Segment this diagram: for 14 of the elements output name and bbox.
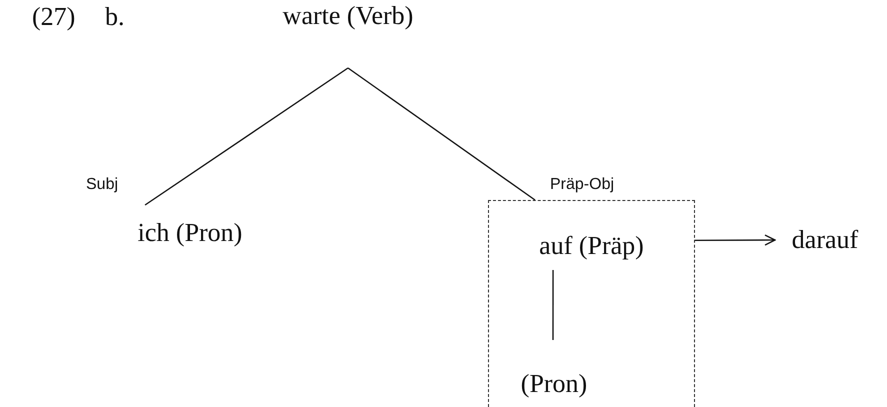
node-label: (Pron) (520, 370, 588, 399)
arrow (695, 234, 776, 246)
node-label: warte (Verb) (282, 2, 414, 31)
node-label: auf (Präp) (539, 232, 644, 260)
tree-branch (348, 67, 536, 201)
node-label: darauf (792, 226, 858, 254)
example-number: (27) (32, 2, 76, 32)
node-label: ich (Pron) (138, 218, 242, 248)
tree-branch (552, 270, 554, 340)
edge-label: Subj (86, 176, 118, 194)
tree-branch (144, 67, 348, 206)
sub-example-letter: b. (105, 2, 124, 32)
dashed-box (488, 200, 695, 407)
edge-label: Präp-Obj (550, 176, 614, 194)
